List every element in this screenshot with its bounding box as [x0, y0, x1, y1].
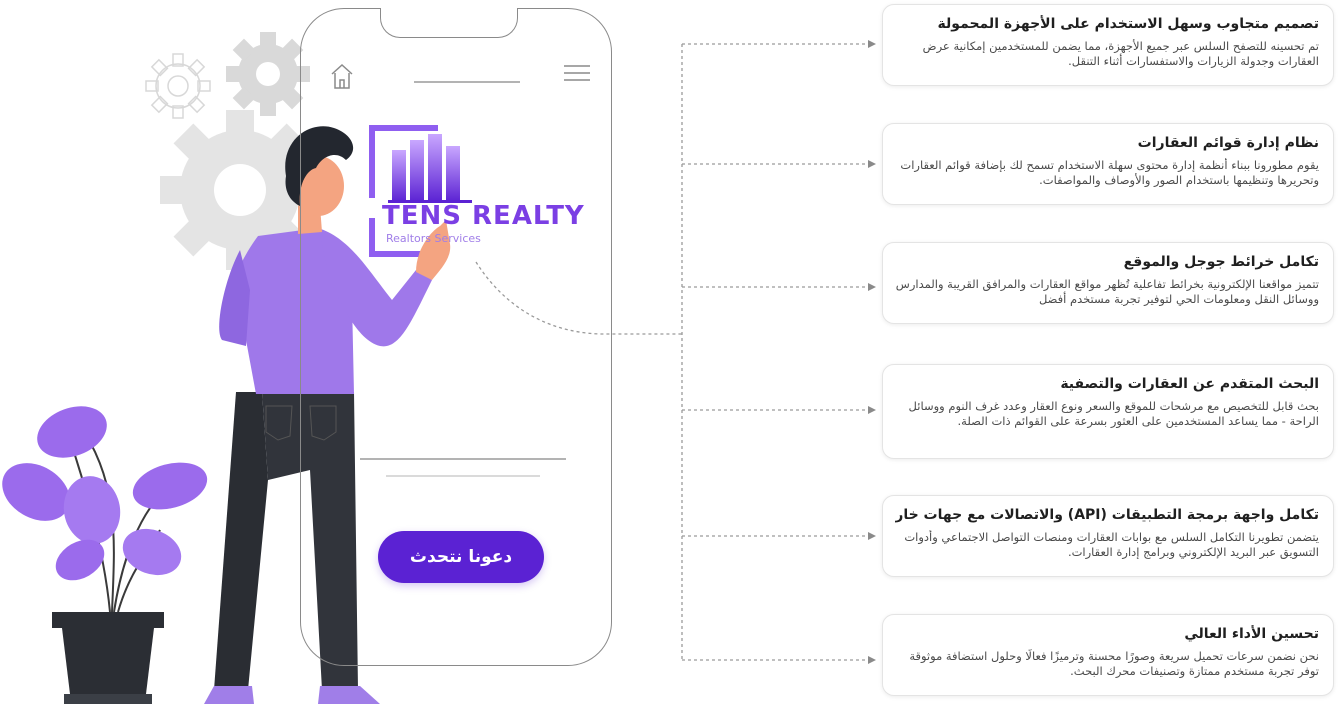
feature-title: تكامل واجهة برمجة التطبيقات (API) والاتص… [895, 507, 1319, 523]
person-illustration [204, 126, 451, 704]
connector-arrows [868, 40, 876, 664]
feature-description: بحث قابل للتخصيص مع مرشحات للموقع والسعر… [908, 399, 1319, 428]
logo-mark [369, 125, 472, 257]
feature-card-listings-management: نظام إدارة قوائم العقارات يقوم مطورونا ب… [882, 123, 1334, 205]
feature-title: نظام إدارة قوائم العقارات [1137, 135, 1319, 151]
feature-title: تحسين الأداء العالي [1184, 626, 1319, 642]
home-icon [331, 63, 353, 89]
plant-illustration [2, 406, 208, 704]
phone-notch [380, 8, 518, 38]
feature-description: تم تحسينه للتصفح السلس عبر جميع الأجهزة،… [922, 39, 1319, 68]
feature-description: نحن نضمن سرعات تحميل سريعة وصورًا محسنة … [909, 649, 1319, 678]
logo-brand-name: TENS REALTY [382, 201, 585, 231]
feature-title: تصميم متجاوب وسهل الاستخدام على الأجهزة … [937, 16, 1319, 32]
gear-icon [145, 53, 211, 119]
feature-title: تكامل خرائط جوجل والموقع [1123, 254, 1319, 270]
feature-card-maps-integration: تكامل خرائط جوجل والموقع تتميز مواقعنا ا… [882, 242, 1334, 324]
feature-card-responsive-design: تصميم متجاوب وسهل الاستخدام على الأجهزة … [882, 4, 1334, 86]
logo-tagline: Realtors Services [386, 232, 481, 245]
gear-icon [160, 110, 320, 270]
feature-title: البحث المتقدم عن العقارات والتصفية [1060, 376, 1319, 392]
feature-card-performance: تحسين الأداء العالي نحن نضمن سرعات تحميل… [882, 614, 1334, 696]
feature-description: تتميز مواقعنا الإلكترونية بخرائط تفاعلية… [895, 277, 1319, 306]
hamburger-menu-icon [564, 65, 590, 81]
feature-description: يتضمن تطويرنا التكامل السلس مع بوابات ال… [904, 530, 1319, 559]
contact-us-button[interactable]: دعونا نتحدث [378, 531, 544, 583]
feature-description: يقوم مطورونا ببناء أنظمة إدارة محتوى سهل… [900, 158, 1319, 187]
feature-card-api-integration: تكامل واجهة برمجة التطبيقات (API) والاتص… [882, 495, 1334, 577]
feature-card-advanced-search: البحث المتقدم عن العقارات والتصفية بحث ق… [882, 364, 1334, 459]
connector-lines [475, 43, 868, 661]
gear-icon [226, 32, 310, 116]
